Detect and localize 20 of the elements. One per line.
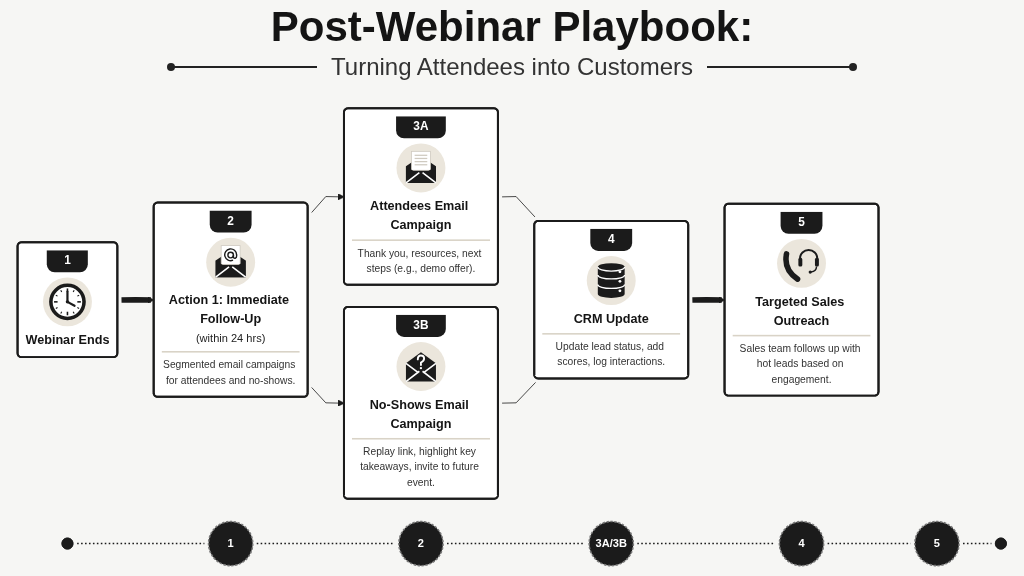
step-card: 5 Targeted Sales Outreach Sales team follows up with hot leads based on engagement. (723, 202, 880, 397)
subtitle: Turning Attendees into Customers (331, 52, 693, 82)
connector-line (826, 542, 912, 545)
step-circle: 5 (914, 520, 960, 567)
end-dot (995, 537, 1007, 550)
title: Post-Webinar Playbook: (270, 2, 754, 52)
step-circle: 3A/3B (588, 520, 635, 567)
step-card: 2 Action 1: Immediate Follow-Up (within 24 hrs) Segmented email campaigns for attendees and no-shows. (152, 201, 309, 398)
step-circle: 1 (207, 520, 254, 567)
connector-line (76, 542, 206, 545)
step-card: 3A Attendees Email Campaign Thank you, resources, next steps (e.g., demo offer). (342, 107, 499, 286)
connector-line (446, 542, 586, 545)
step-circle: 4 (778, 520, 825, 567)
connector-line (501, 196, 536, 218)
step-circle: 2 (398, 520, 444, 567)
end-dot (61, 537, 74, 550)
step-card: 3B No-Shows Email Campaign Replay link, highlight key takeaways, invite to future event. (342, 305, 499, 500)
connector-line (501, 382, 536, 404)
step-card: 4 CRM Update Update lead status, add scores, log interactions. (533, 219, 690, 380)
connector-line (255, 542, 396, 545)
